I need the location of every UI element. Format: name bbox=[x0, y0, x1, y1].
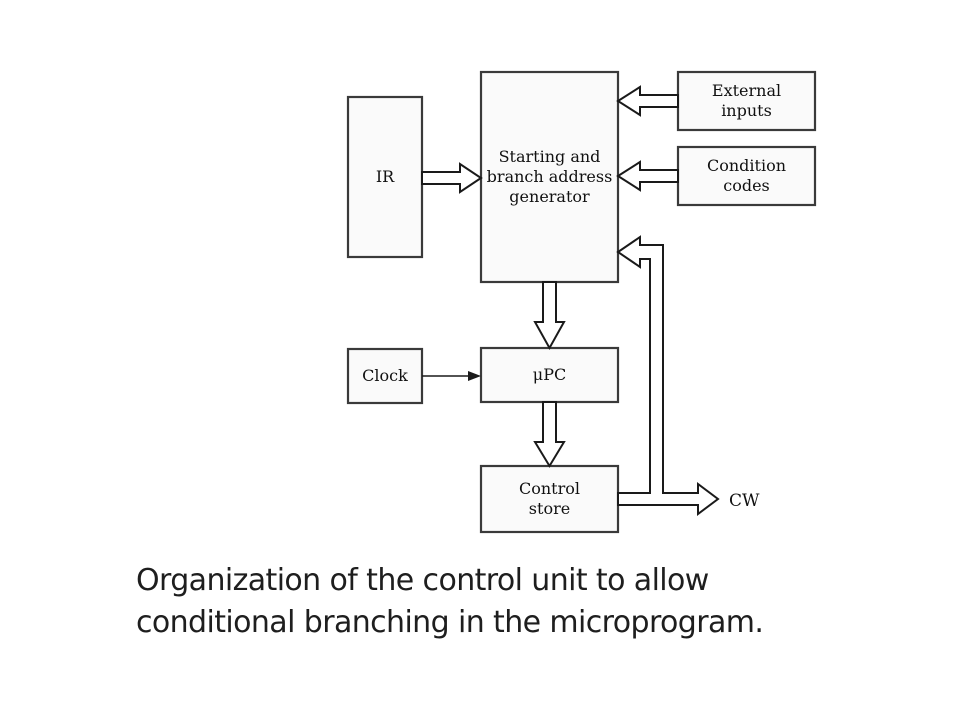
cw-output-label: CW bbox=[729, 491, 760, 511]
clock-label: Clock bbox=[362, 366, 408, 385]
label-line: Control bbox=[519, 479, 580, 498]
label-line: store bbox=[529, 499, 570, 518]
figure-caption: Organization of the control unit to allo… bbox=[136, 560, 856, 644]
clock-to-upc-arrowhead bbox=[468, 371, 481, 381]
upc-label: μPC bbox=[533, 365, 566, 384]
label-line: Starting and bbox=[499, 147, 601, 166]
clock-block: Clock bbox=[346, 347, 424, 405]
label-line: codes bbox=[723, 176, 770, 195]
ir-block: IR bbox=[346, 95, 424, 259]
upc-block: μPC bbox=[479, 346, 620, 404]
ir-to-generator-bus bbox=[421, 162, 483, 194]
generator-to-upc-bus bbox=[533, 281, 566, 351]
condition-codes-to-generator-bus bbox=[616, 160, 679, 192]
ir-label: IR bbox=[376, 167, 395, 186]
external-inputs-to-generator-bus bbox=[616, 85, 679, 117]
caption-line-2: conditional branching in the microprogra… bbox=[136, 605, 764, 640]
label-line: μPC bbox=[533, 365, 566, 384]
label-line: Clock bbox=[362, 366, 408, 385]
label-line: IR bbox=[376, 167, 395, 186]
label-line: inputs bbox=[721, 101, 772, 120]
control-store-feedback-and-cw-bus bbox=[616, 235, 720, 516]
caption-line-1: Organization of the control unit to allo… bbox=[136, 563, 709, 598]
label-line: Condition bbox=[707, 156, 786, 175]
label-line: branch address bbox=[487, 167, 613, 186]
label-line: External bbox=[712, 81, 781, 100]
label-line: generator bbox=[509, 187, 590, 206]
upc-to-control-store-bus bbox=[533, 401, 566, 468]
